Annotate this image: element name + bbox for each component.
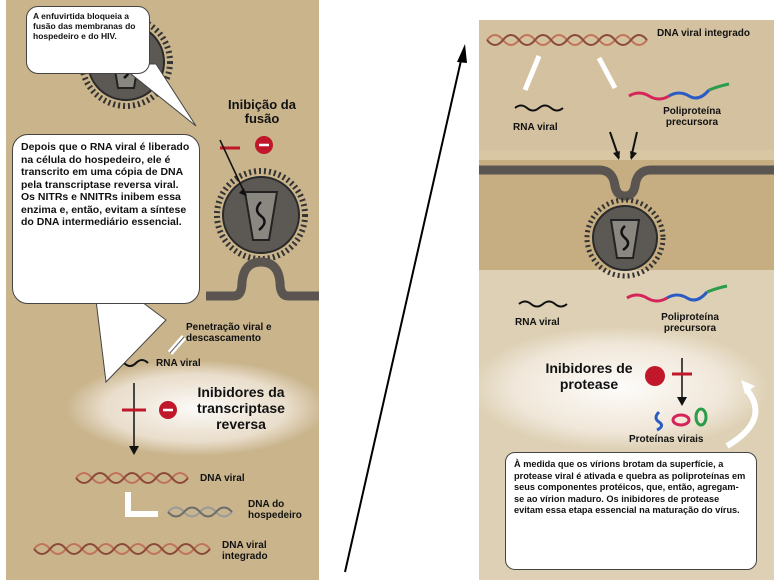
label-penetration: Penetração viral e descascamento [186, 322, 316, 344]
r-label-rna-top-text: RNA viral [513, 122, 558, 133]
label-rt-inhibitors-text: Inibidores da transcriptase reversa [197, 384, 285, 432]
r-label-rna-bottom-text: RNA viral [515, 317, 560, 328]
label-dna-host: DNA do hospedeiro [248, 499, 318, 521]
r-label-polyprotein-top-text: Poliproteína precursora [663, 106, 721, 128]
label-dna-host-text: DNA do hospedeiro [248, 499, 302, 521]
protease-inhibitor-icon [645, 366, 665, 386]
dna-host-strand [168, 508, 232, 517]
callout-protease-text: À medida que os vírions brotam da superf… [514, 459, 745, 515]
r-label-dna-integrated-text: DNA viral integrado [657, 28, 750, 39]
label-dna-viral-text: DNA viral [200, 473, 245, 484]
r-label-protease-inhibitors-text: Inibidores de protease [545, 360, 632, 392]
label-inhibition-fusion: Inibição da fusão [222, 98, 302, 126]
r-label-polyprotein-bottom-text: Poliproteína precursora [661, 312, 719, 334]
host-membrane [206, 262, 319, 296]
r-label-polyprotein-top: Poliproteína precursora [647, 106, 737, 128]
label-dna-integrated: DNA viral integrado [222, 540, 312, 562]
r-label-viral-proteins-text: Proteínas virais [629, 434, 703, 445]
r-label-dna-integrated: DNA viral integrado [657, 28, 757, 39]
right-panel: DNA viral integrado RNA viral Poliproteí… [479, 20, 774, 580]
label-rna-viral-text: RNA viral [156, 358, 201, 369]
label-rt-inhibitors: Inibidores da transcriptase reversa [176, 384, 306, 432]
r-label-rna-top: RNA viral [513, 122, 583, 133]
callout-enfuvirtide-text: A enfuvirtida bloqueia a fusão das membr… [33, 11, 136, 41]
callout-protease: À medida que os vírions brotam da superf… [505, 452, 757, 570]
label-dna-integrated-text: DNA viral integrado [222, 540, 268, 562]
r-label-protease-inhibitors: Inibidores de protease [539, 360, 639, 392]
dna-integrated-strand [34, 544, 210, 554]
label-dna-viral: DNA viral [200, 473, 280, 484]
callout-enfuvirtide: A enfuvirtida bloqueia a fusão das membr… [26, 6, 150, 74]
r-label-viral-proteins: Proteínas virais [629, 434, 739, 445]
label-inhibition-fusion-text: Inibição da fusão [228, 97, 296, 126]
label-penetration-text: Penetração viral e descascamento [186, 322, 272, 344]
label-rna-viral: RNA viral [156, 358, 236, 369]
left-panel: A enfuvirtida bloqueia a fusão das membr… [6, 0, 319, 580]
r-label-polyprotein-bottom: Poliproteína precursora [645, 312, 735, 334]
callout-rt-text: Depois que o RNA viral é liberado na cél… [21, 141, 189, 228]
dna-viral-strand [76, 473, 188, 483]
callout-rt: Depois que o RNA viral é liberado na cél… [12, 134, 200, 304]
virion-fusing [217, 171, 305, 259]
r-label-rna-bottom: RNA viral [515, 317, 585, 328]
